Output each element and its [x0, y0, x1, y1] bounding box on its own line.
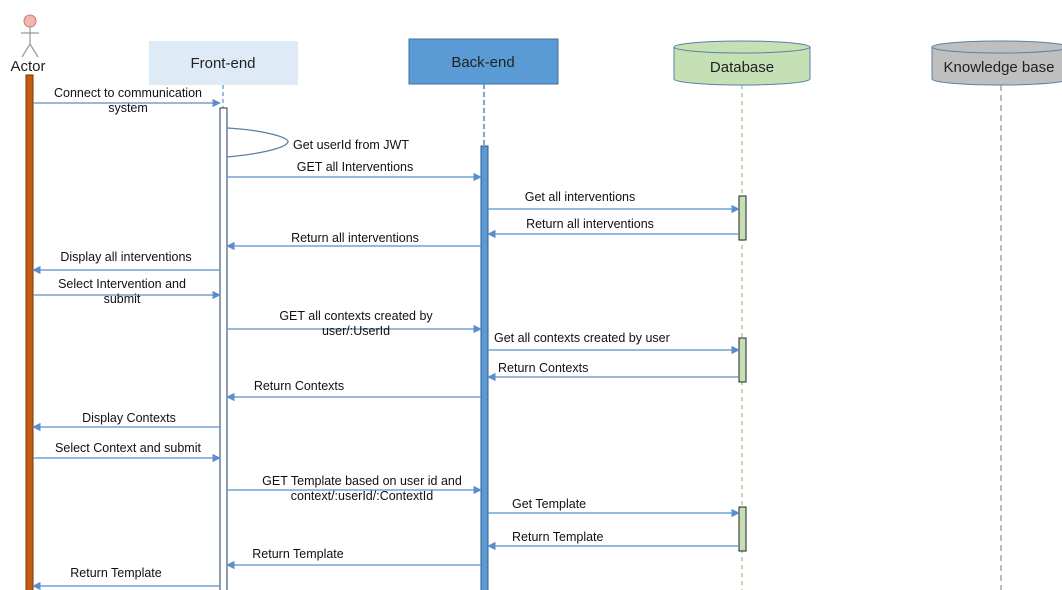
- message-label: GET all Interventions: [297, 160, 414, 174]
- message-label: Return all interventions: [291, 231, 419, 245]
- message-label: Return Contexts: [254, 379, 344, 393]
- actor-figure: [21, 14, 39, 58]
- message-label: Display Contexts: [82, 411, 176, 425]
- actor-activation: [25, 74, 34, 590]
- backend-label: Back-end: [451, 54, 514, 71]
- message-label: Display all interventions: [60, 250, 191, 264]
- message-label: GET all contexts created by: [279, 309, 433, 323]
- message-label: system: [108, 101, 148, 115]
- frontend-label: Front-end: [190, 55, 255, 72]
- actor-label: Actor: [10, 58, 45, 75]
- message-label: context/:userId/:ContextId: [291, 489, 433, 503]
- self-call-arrow: [226, 127, 289, 158]
- message-label: Return all interventions: [526, 217, 654, 231]
- message-label: Get Template: [512, 497, 586, 511]
- message-label: submit: [104, 292, 141, 306]
- message-label: Select Intervention and: [58, 277, 186, 291]
- message-label: Get all contexts created by user: [494, 331, 670, 345]
- message-label: Select Context and submit: [55, 441, 201, 455]
- frontend-activation: [219, 107, 228, 590]
- database-activation: [738, 195, 747, 241]
- backend-activation: [480, 145, 489, 590]
- backend-box: [408, 38, 559, 85]
- database-activation: [738, 337, 747, 383]
- message-label: Get all interventions: [525, 190, 635, 204]
- message-label: Return Template: [252, 547, 344, 561]
- frontend-box: [149, 41, 298, 85]
- message-label: Connect to communication: [54, 86, 202, 100]
- message-label: Get userId from JWT: [293, 138, 409, 152]
- message-label: GET Template based on user id and: [262, 474, 462, 488]
- database-activation: [738, 506, 747, 552]
- database-label: Database: [710, 59, 774, 76]
- knowledge-base-label: Knowledge base: [944, 59, 1055, 76]
- knowledge-base-cylinder: [931, 40, 1062, 86]
- message-label: Return Contexts: [498, 361, 588, 375]
- message-label: user/:UserId: [322, 324, 390, 338]
- message-label: Return Template: [512, 530, 604, 544]
- message-label: Return Template: [70, 566, 162, 580]
